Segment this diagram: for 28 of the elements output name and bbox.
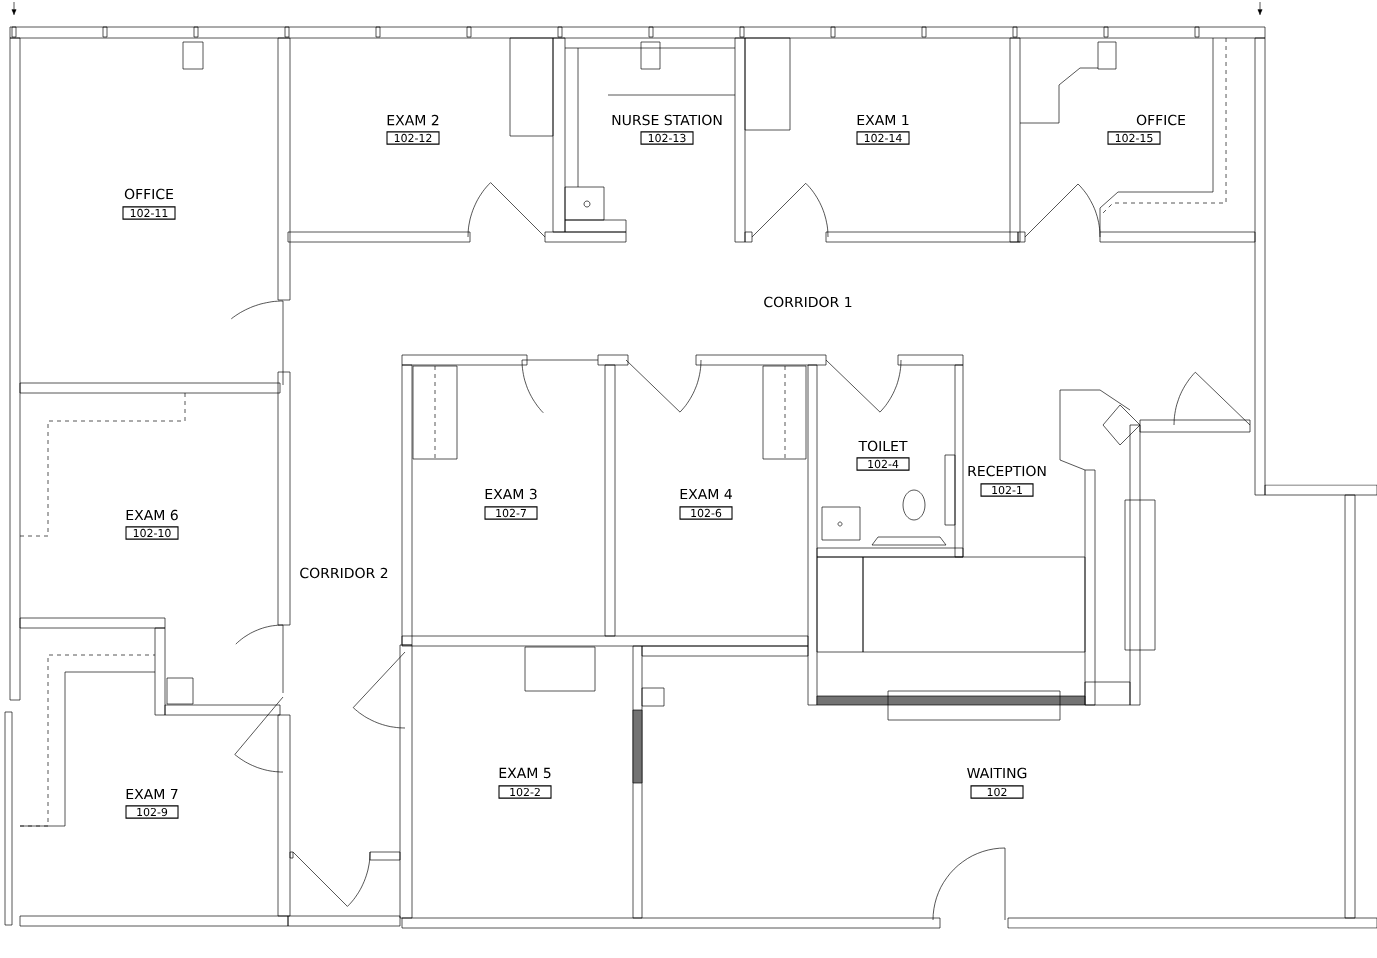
room-number-tag: 102-13 <box>640 131 694 145</box>
room-name: EXAM 4 <box>680 488 732 500</box>
area-label: CORRIDOR 1 <box>764 296 852 308</box>
room-number-tag: 102-15 <box>1107 131 1161 145</box>
room-number-tag: 102-6 <box>679 506 733 520</box>
room-number-tag: 102-2 <box>498 785 552 799</box>
room-number-tag: 102-9 <box>125 805 179 819</box>
room-number-tag: 102-4 <box>856 457 910 471</box>
room-name: NURSE STATION <box>612 114 722 126</box>
room-name: EXAM 3 <box>485 488 537 500</box>
room-name: TOILET <box>858 440 908 452</box>
room-name: OFFICE <box>1136 114 1186 126</box>
room-number-tag: 102-12 <box>386 131 440 145</box>
area-label: CORRIDOR 2 <box>300 567 388 579</box>
room-number-tag: 102-10 <box>125 526 179 540</box>
room-number-tag: 102 <box>970 785 1024 799</box>
room-name: EXAM 6 <box>126 509 178 521</box>
room-name: EXAM 5 <box>499 767 551 779</box>
room-number-tag: 102-11 <box>122 206 176 220</box>
room-name: WAITING <box>967 767 1027 779</box>
room-number-tag: 102-1 <box>980 483 1034 497</box>
room-name: RECEPTION <box>968 465 1046 477</box>
room-name: EXAM 2 <box>387 114 439 126</box>
room-name: OFFICE <box>124 188 174 200</box>
room-number-tag: 102-7 <box>484 506 538 520</box>
room-name: EXAM 1 <box>857 114 909 126</box>
room-name: EXAM 7 <box>126 788 178 800</box>
room-number-tag: 102-14 <box>856 131 910 145</box>
